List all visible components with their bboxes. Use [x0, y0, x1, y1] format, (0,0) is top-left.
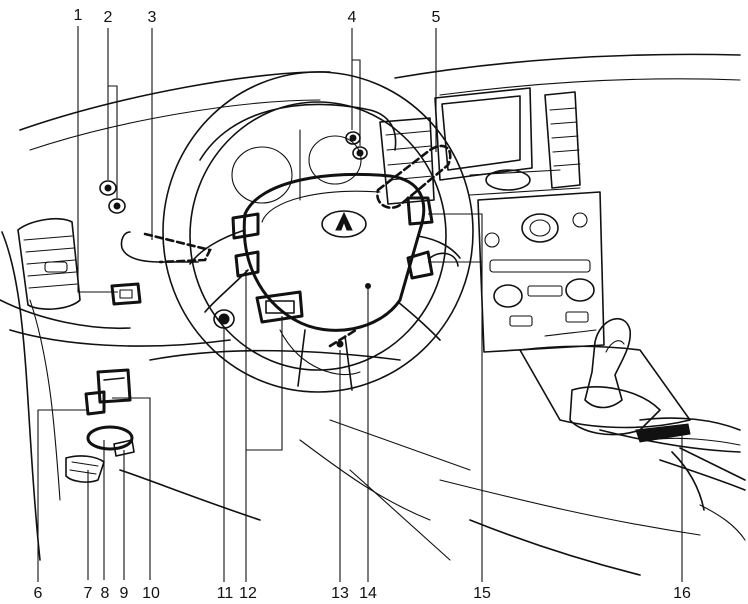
instrument-cluster: [199, 103, 397, 204]
callout-5: 5: [432, 9, 441, 26]
callout-2: 2: [104, 9, 113, 26]
center-console: [379, 87, 746, 511]
upper-left-switches: [99, 180, 126, 214]
callout-10: 10: [142, 585, 160, 602]
callout-4: 4: [348, 9, 357, 26]
steering-wheel: [162, 71, 474, 393]
callout-6: 6: [34, 585, 43, 602]
upper-right-switches: [345, 131, 368, 160]
right-spoke-switches: [406, 196, 459, 280]
left-spoke-switches: [231, 212, 304, 324]
right-stalk-lever: [376, 144, 452, 210]
left-air-vent: [17, 218, 81, 310]
callout-12: 12: [239, 585, 257, 602]
steering-column-lever: [328, 328, 358, 348]
callout-16: 16: [673, 585, 691, 602]
lower-left-switches: [65, 368, 135, 483]
callout-11: 11: [217, 585, 234, 602]
left-dash-switch: [110, 282, 142, 306]
callout-9: 9: [120, 585, 129, 602]
ignition-button: [213, 309, 235, 329]
callout-labels: 1 2 3 4 5 6 7 8 9 10 11 12 13 14 15 16: [34, 7, 691, 602]
dashboard-outline: [0, 53, 746, 576]
callout-13: 13: [331, 585, 349, 602]
callout-7: 7: [84, 585, 93, 602]
callout-1: 1: [74, 7, 83, 24]
leader-lines: [37, 26, 683, 582]
callout-3: 3: [148, 9, 157, 26]
left-stalk-lever: [120, 231, 212, 264]
callout-8: 8: [101, 585, 110, 602]
callout-14: 14: [359, 585, 377, 602]
callout-15: 15: [473, 585, 491, 602]
